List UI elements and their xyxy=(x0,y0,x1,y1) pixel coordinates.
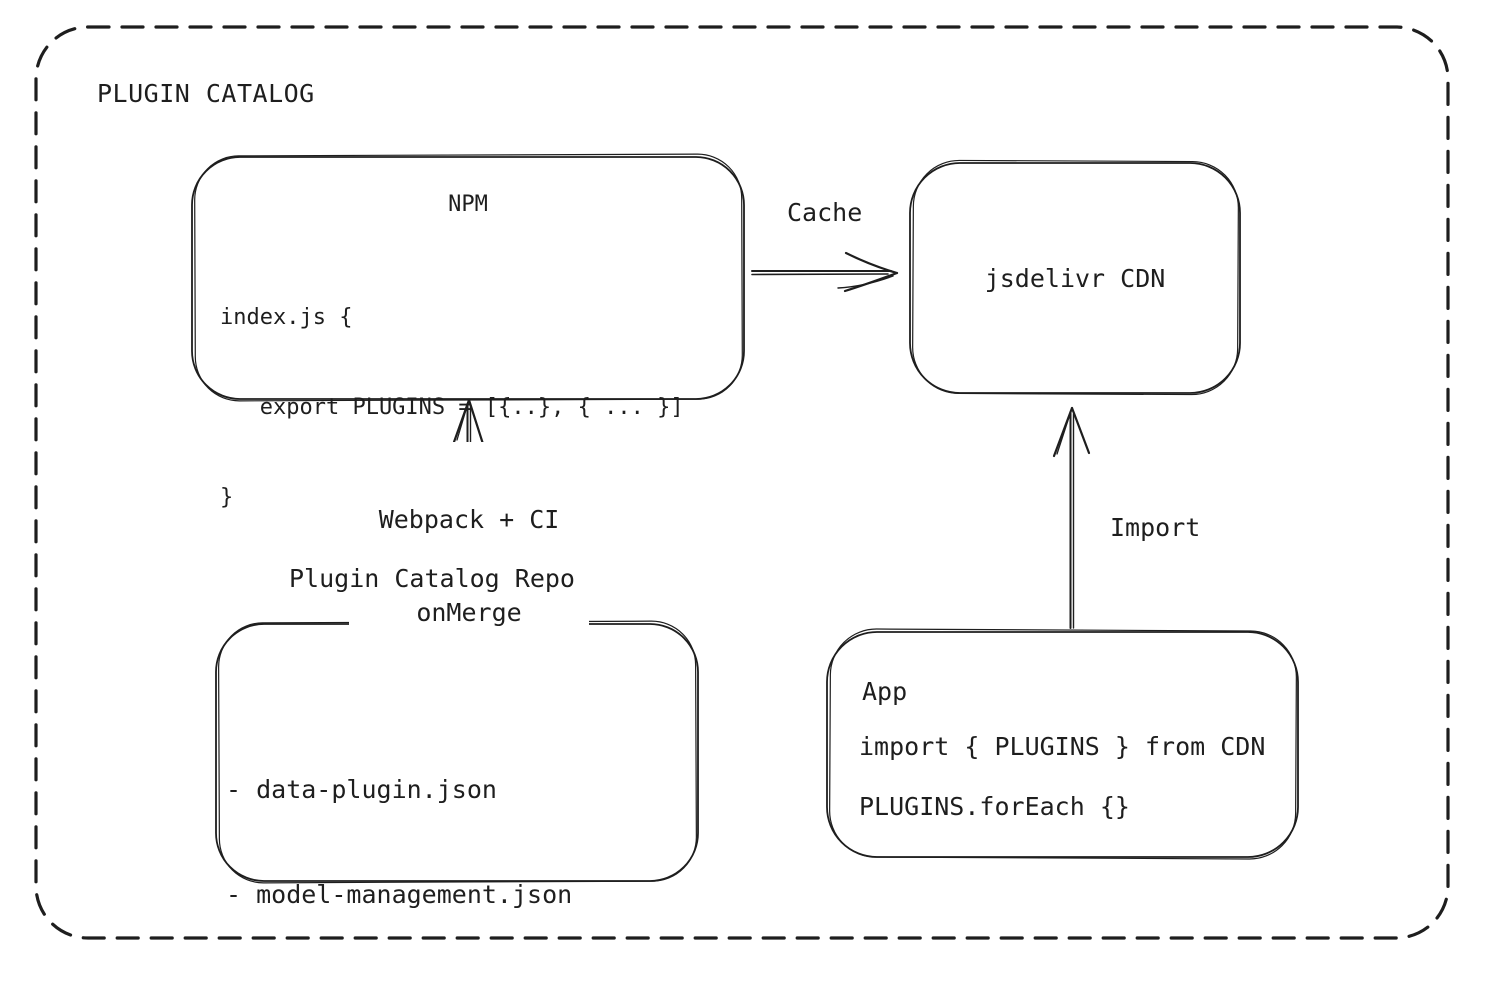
import-arrow-label: Import xyxy=(1110,513,1201,542)
npm-box xyxy=(191,153,745,402)
npm-code-block: index.js { export PLUGINS = [{..}, { ...… xyxy=(220,243,684,573)
repo-file-item: - data-plugin.json xyxy=(226,775,497,804)
repo-file-list: - data-plugin.json - model-management.js… xyxy=(226,702,572,1002)
build-arrow-label-line2: onMerge xyxy=(416,598,522,627)
npm-box-title: NPM xyxy=(448,192,488,217)
repo-file-item: - model-management.json xyxy=(226,880,573,909)
app-box xyxy=(826,628,1299,860)
cdn-box-title: jsdelivr CDN xyxy=(910,163,1240,393)
cdn-box-title-text: jsdelivr CDN xyxy=(984,263,1166,293)
app-code-line: import { PLUGINS } from CDN xyxy=(859,732,1266,761)
build-arrow-label: Webpack + CI onMerge xyxy=(349,442,589,690)
import-arrow xyxy=(1052,406,1091,629)
npm-code-line: } xyxy=(220,485,234,510)
app-code-line: PLUGINS.forEach {} xyxy=(859,792,1130,821)
repo-file-item: ... xyxy=(226,985,272,1002)
repo-box-label: Plugin Catalog Repo xyxy=(289,564,575,593)
app-box-title: App xyxy=(862,677,908,706)
cache-arrow xyxy=(751,251,899,293)
cache-arrow-label: Cache xyxy=(787,198,863,227)
plugin-catalog-frame xyxy=(34,25,1450,940)
npm-code-line: export PLUGINS = [{..}, { ... }] xyxy=(220,395,684,420)
cdn-box xyxy=(909,159,1241,396)
frame-title: PLUGIN CATALOG xyxy=(97,79,315,108)
npm-code-line: index.js { xyxy=(220,305,353,330)
build-arrow-label-line1: Webpack + CI xyxy=(378,505,560,534)
